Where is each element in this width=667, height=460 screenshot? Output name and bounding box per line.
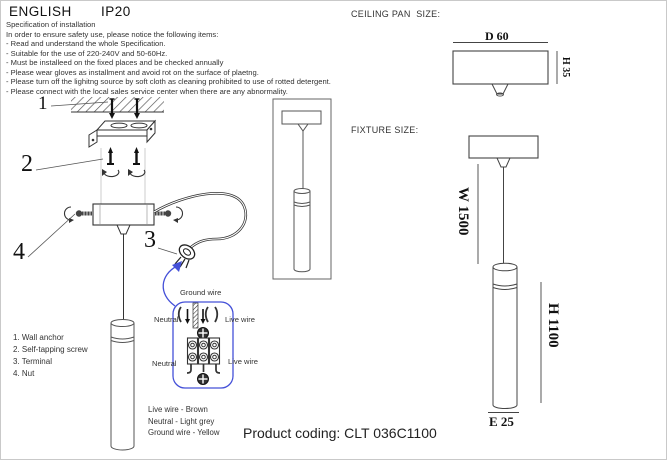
wire-color-note: Neutral - Light grey <box>148 416 215 426</box>
terminal-stubs <box>186 364 221 374</box>
wiring-label-live-bottom: Live wire <box>228 357 258 366</box>
spec-item: - Please wear gloves as installment and … <box>6 67 259 77</box>
wall-anchor-icon <box>109 98 140 119</box>
wire-color-note: Ground wire - Yellow <box>148 428 220 437</box>
fixture-size-title: FIXTURE SIZE: <box>351 125 419 135</box>
ground-screw-icon-top <box>197 327 209 339</box>
legend-item: 4. Nut <box>13 369 35 378</box>
legend-item: 3. Terminal <box>13 357 52 366</box>
dim-label-w1500: W 1500 <box>455 187 471 236</box>
pendant-tube <box>110 319 135 451</box>
blue-arrow-head <box>172 261 182 272</box>
wiring-label-neutral-top: Neutral <box>154 315 179 324</box>
wiring-label-live-top: Live wire <box>225 315 255 324</box>
terminal-block <box>186 337 221 365</box>
rotation-arrow-icon <box>102 169 146 178</box>
callout-number-4: 4 <box>13 239 25 265</box>
dim-label-h35: H 35 <box>560 57 571 78</box>
ceiling-hatch <box>71 97 164 113</box>
mounting-plate <box>92 203 155 235</box>
terminal-plug <box>174 244 196 269</box>
wire-color-note: Live wire - Brown <box>148 405 208 414</box>
side-screw-icon <box>63 206 184 223</box>
spec-title: Specification of installation <box>6 20 96 29</box>
ground-wire-bar <box>192 302 199 329</box>
spec-item: - Read and understand the whole Specific… <box>6 39 166 48</box>
callout-number-2: 2 <box>21 151 33 177</box>
wire-down-arrows <box>185 309 206 324</box>
dim-label-d60: D 60 <box>485 29 509 43</box>
framed-fixture-preview <box>272 98 332 280</box>
header-language: ENGLISH <box>9 4 72 19</box>
callout-leader-lines <box>27 101 178 258</box>
wiring-box <box>162 261 234 389</box>
spec-item: - Must be installeed on the fixed places… <box>6 58 224 67</box>
power-cord <box>153 192 247 249</box>
dim-label-h1100: H 1100 <box>545 303 561 348</box>
spec-item: - Suitable for the use of 220-240V and 5… <box>6 48 168 58</box>
legend-item: 2. Self-tapping screw <box>13 345 88 354</box>
legend-item: 1. Wall anchor <box>13 333 64 342</box>
mounting-bracket <box>88 119 157 148</box>
wiring-label-neutral-bottom: Neutral <box>152 359 177 368</box>
ceiling-pan-size-title: CEILING PAN SIZE: <box>351 9 441 19</box>
callout-number-1: 1 <box>38 93 48 114</box>
fixture-drawing <box>468 135 542 413</box>
ceiling-pan-drawing <box>452 42 558 97</box>
wire-hooks <box>177 306 219 323</box>
wiring-label-ground: Ground wire <box>180 288 222 297</box>
header-ip-rating: IP20 <box>101 4 131 19</box>
spec-intro: In order to ensure safety use, please no… <box>6 29 219 39</box>
spec-item: - Please connect with the local sales se… <box>6 86 288 96</box>
callout-number-3: 3 <box>144 227 156 253</box>
dim-label-e25: E 25 <box>489 414 514 429</box>
ground-screw-icon-bottom <box>197 373 209 385</box>
self-tapping-screw-icon <box>107 147 140 165</box>
spec-item: - Please turn off the lighitng source by… <box>6 77 331 86</box>
product-coding: Product coding: CLT 036C1100 <box>243 425 437 441</box>
